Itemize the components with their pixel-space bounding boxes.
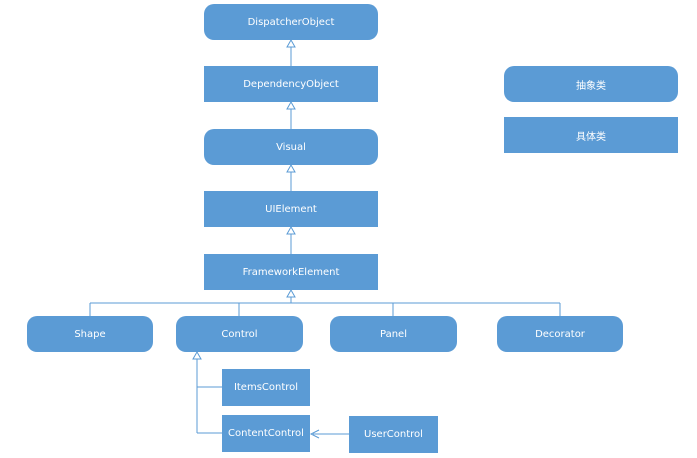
node-items-control: ItemsControl	[222, 369, 310, 406]
node-dispatcher-object: DispatcherObject	[204, 4, 378, 40]
node-ui-element: UIElement	[204, 191, 378, 227]
inheritance-arrow-dispatcher	[286, 38, 296, 48]
node-label: Panel	[380, 328, 407, 340]
node-framework-element: FrameworkElement	[204, 254, 378, 290]
node-label: UIElement	[265, 203, 317, 215]
node-visual: Visual	[204, 129, 378, 165]
legend-label: 抽象类	[576, 80, 606, 92]
node-label: Shape	[74, 328, 106, 340]
node-dependency-object: DependencyObject	[204, 66, 378, 102]
inheritance-arrow-framework	[286, 288, 296, 298]
node-label: FrameworkElement	[242, 266, 340, 278]
legend-abstract-class: 抽象类	[504, 66, 678, 102]
node-label: DispatcherObject	[247, 16, 335, 28]
inheritance-arrow-control	[192, 350, 202, 360]
node-label: Decorator	[535, 328, 585, 340]
legend-concrete-class: 具体类	[504, 117, 678, 153]
node-user-control: UserControl	[349, 416, 438, 453]
node-label: DependencyObject	[243, 78, 339, 90]
node-label: ContentControl	[228, 428, 304, 439]
node-content-control: ContentControl	[222, 415, 310, 452]
node-control: Control	[176, 316, 303, 352]
inheritance-arrow-dependency	[286, 100, 296, 110]
inheritance-arrow-visual	[286, 163, 296, 173]
node-shape: Shape	[27, 316, 153, 352]
node-label: UserControl	[364, 429, 423, 440]
node-label: ItemsControl	[233, 382, 299, 393]
node-label: Control	[221, 328, 258, 340]
legend-label: 具体类	[576, 131, 606, 143]
dependency-arrow-contentcontrol	[309, 429, 320, 439]
node-decorator: Decorator	[497, 316, 623, 352]
inheritance-arrow-uielement	[286, 225, 296, 235]
node-panel: Panel	[330, 316, 457, 352]
node-label: Visual	[276, 141, 306, 153]
